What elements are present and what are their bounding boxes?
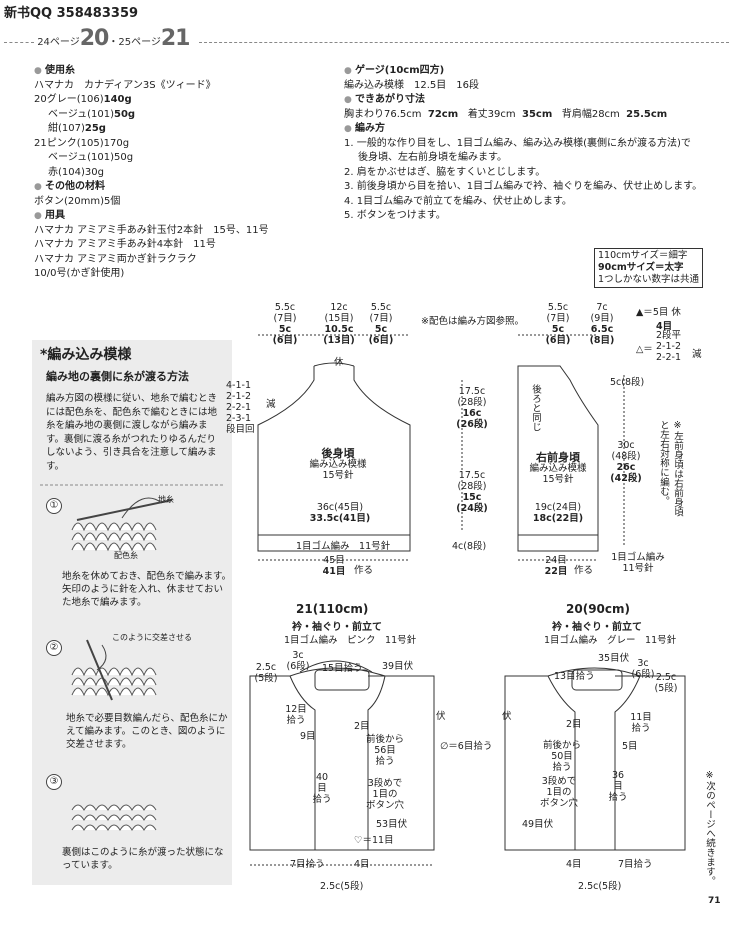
size90-title: 20(90cm) — [566, 602, 630, 616]
front-body-outline — [517, 365, 599, 536]
step2-knit-icon — [71, 639, 157, 701]
vest90-left — [504, 675, 576, 851]
pattern-title: *編み込み模様 — [40, 347, 132, 363]
instructions: ゲージ(10cm四方) 編み込み模様 12.5目 16段 できあがり寸法 胸まわ… — [344, 64, 702, 224]
page-header: 24ページ20・25ページ21 — [4, 26, 729, 51]
front-body-name: 右前身頃 — [536, 451, 580, 464]
page-right-num: 21 — [160, 26, 191, 51]
back-rib-band — [257, 534, 411, 552]
page-left-num: 20 — [79, 26, 110, 51]
materials: 使用糸 ハマナカ カナディアン3S《ツィード》 20グレー(106)140g ベ… — [34, 64, 269, 282]
back-decrease: 4-1-1 2-1-2 2-2-1 2-3-1 段目回 — [226, 380, 255, 435]
step1-marker: ① — [46, 498, 62, 514]
step2-marker: ② — [46, 640, 62, 656]
vest110-left — [249, 675, 316, 851]
step3-text: 裏側はこのように糸が渡った状態になっています。 — [62, 847, 224, 871]
step3-knit-icon — [71, 804, 157, 831]
step3-marker: ③ — [46, 774, 62, 790]
yarn-brand: ハマナカ カナディアン3S《ツィード》 — [34, 79, 216, 91]
pattern-illustrations — [40, 484, 224, 831]
size-legend: 110cmサイズ＝細字 90cmサイズ＝太字 1つしかない数字は共通 — [594, 248, 704, 288]
front-rib-band — [517, 534, 599, 552]
size110-title: 21(110cm) — [296, 602, 369, 616]
other-title: その他の材料 — [34, 180, 269, 195]
pattern-desc: 編み方図の模様に従い、地糸で編むときには配色糸を、配色糸で編むときには地糸を編み… — [46, 393, 218, 472]
tools-title: 用具 — [34, 209, 269, 224]
color-note: ※配色は編み方図参照。 — [421, 316, 524, 327]
step1-knit-icon — [71, 497, 173, 552]
page-left-label: 24ページ — [37, 37, 80, 48]
page-right-label: 25ページ — [118, 37, 161, 48]
step2-text: 地糸で必要目数編んだら、配色糸にかえて編みます。このとき、図のように交差させます… — [66, 713, 228, 750]
next-page-note: ※次のページへ続きます。 — [704, 770, 715, 886]
page-number: 71 — [708, 896, 721, 906]
yarn-title: 使用糸 — [34, 64, 269, 79]
pattern-subtitle: 編み地の裏側に糸が渡る方法 — [46, 370, 189, 383]
pattern-box: *編み込み模様 編み地の裏側に糸が渡る方法 編み方図の模様に従い、地糸で編むとき… — [32, 340, 232, 885]
vest90-right — [614, 675, 686, 851]
back-body-name: 後身頃 — [321, 447, 355, 460]
step1-text: 地糸を休めておき、配色糸で編みます。矢印のように針を入れ、休ませておいた地糸で編… — [62, 571, 232, 608]
qq-header: 新书QQ 358483359 — [4, 6, 139, 21]
